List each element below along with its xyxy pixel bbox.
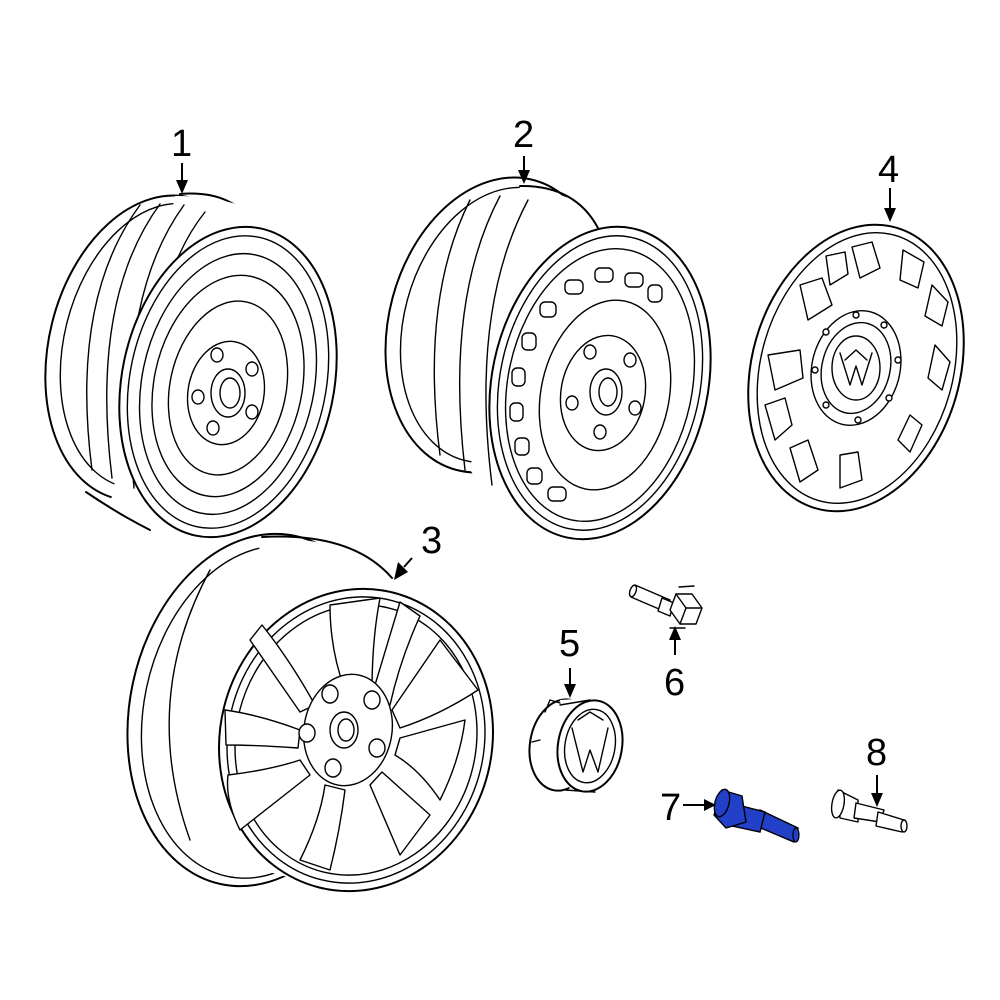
callout-labels: 1 2 3 4 5 6 7 8	[171, 114, 899, 829]
callout-1: 1	[171, 123, 192, 165]
part-1-wheel[interactable]	[15, 172, 365, 557]
callout-3: 3	[421, 520, 442, 562]
part-7-valve-stem[interactable]	[712, 788, 800, 843]
part-5-center-cap[interactable]	[522, 694, 629, 797]
part-3-alloy-wheel[interactable]	[96, 509, 525, 920]
part-8-valve-stem[interactable]	[830, 789, 908, 833]
callout-2: 2	[513, 114, 534, 156]
callout-8: 8	[866, 732, 887, 774]
callout-arrows	[176, 156, 896, 811]
part-4-wheel-cover[interactable]	[716, 199, 996, 537]
callout-5: 5	[559, 623, 580, 665]
callout-6: 6	[664, 662, 685, 704]
part-6-wheel-bolt[interactable]	[628, 584, 703, 629]
callout-7: 7	[660, 787, 681, 829]
callout-4: 4	[878, 149, 899, 191]
part-2-wheel[interactable]	[354, 153, 739, 560]
